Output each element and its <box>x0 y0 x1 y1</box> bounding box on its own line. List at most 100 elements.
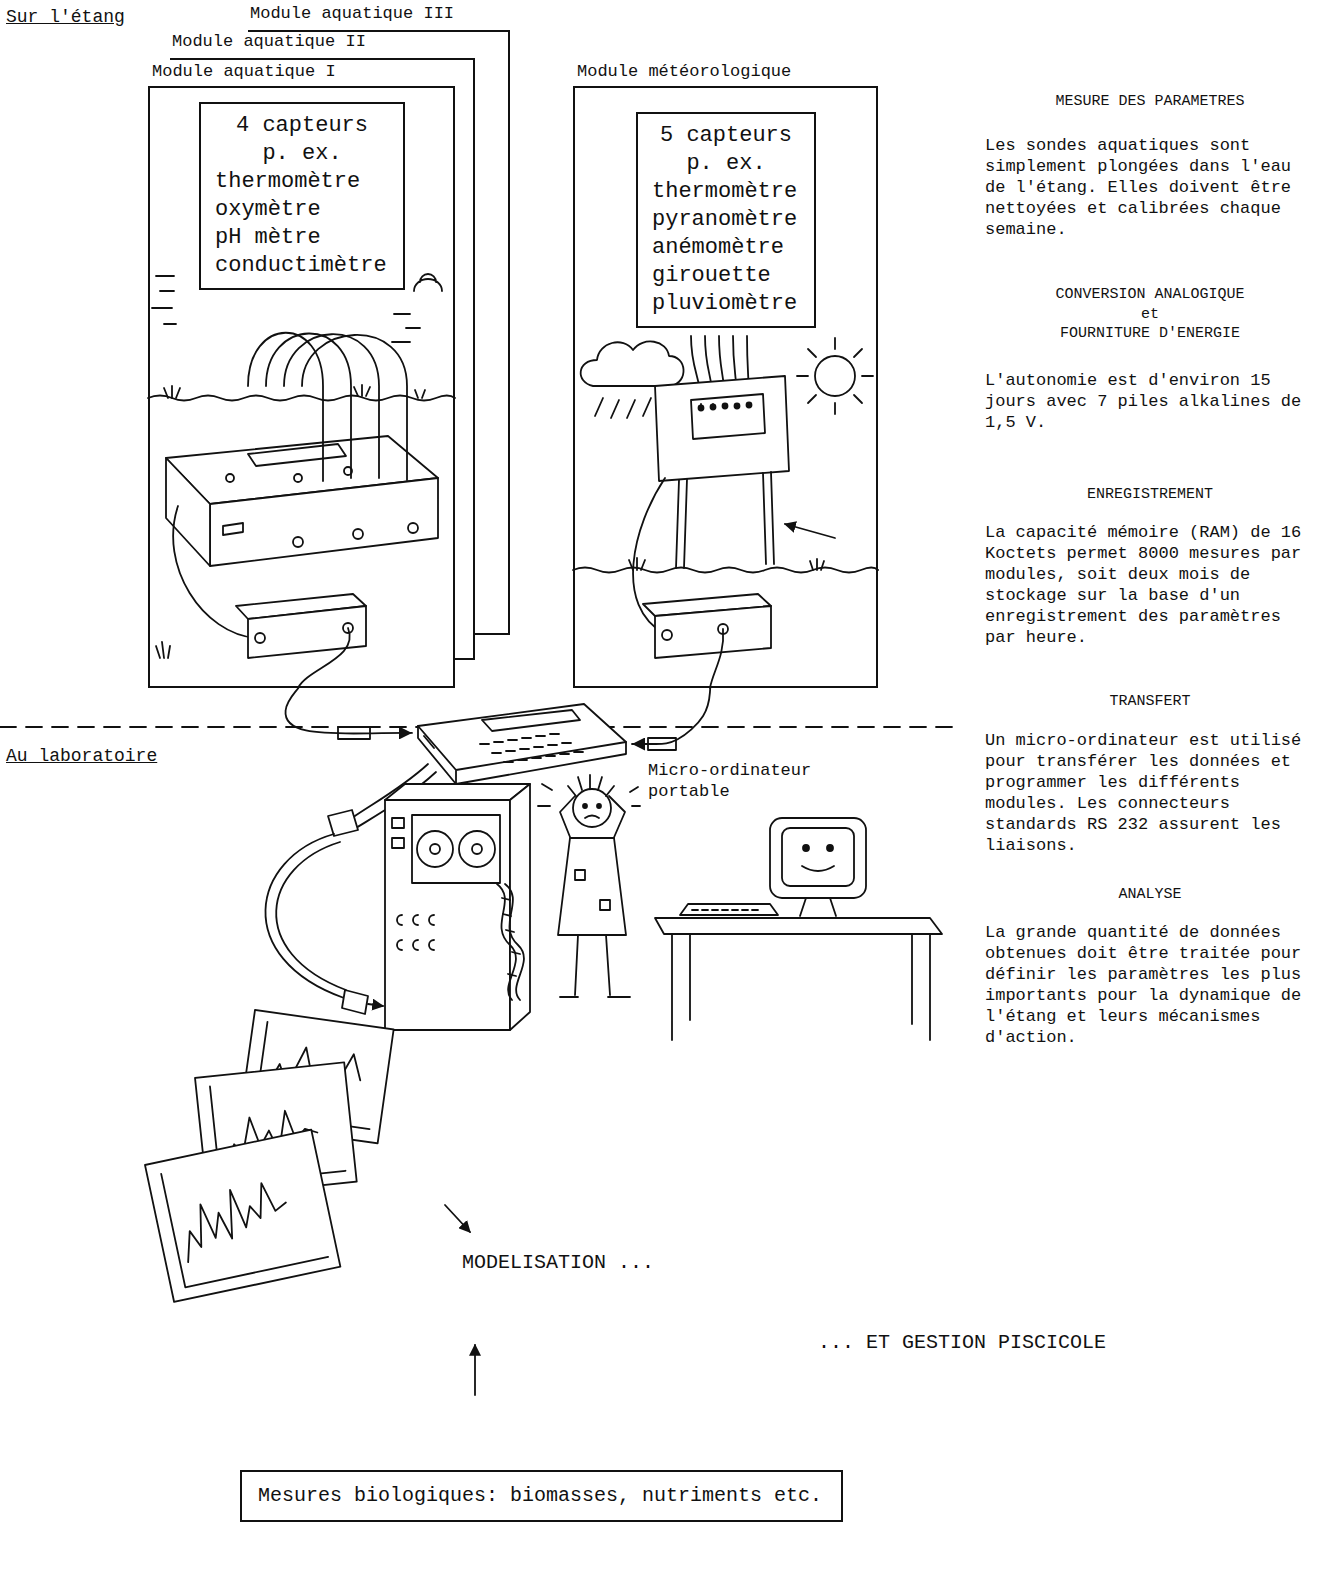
pond-scene <box>248 444 346 466</box>
column-text: Un micro-ordinateur est utilisé pour tra… <box>985 730 1315 856</box>
laptop-outline <box>412 698 632 790</box>
ribbon-cable <box>368 1004 383 1006</box>
scientist-figure <box>573 789 611 827</box>
column-text: La capacité mémoire (RAM) de 16 Koctets … <box>985 522 1315 648</box>
column-heading-holder: ANALYSE <box>985 885 1315 904</box>
scientist-figure <box>597 804 601 808</box>
column-text-holder: L'autonomie est d'environ 15 jours avec … <box>985 370 1315 433</box>
mainframe-computer <box>412 815 500 883</box>
desk-terminal <box>827 845 833 851</box>
pond-scene <box>408 523 418 533</box>
flow-arrow <box>474 1345 476 1395</box>
flow-arrow <box>445 1205 475 1395</box>
mainframe-computer <box>502 898 520 976</box>
scientist-figure <box>560 935 630 997</box>
sensor-box: 5 capteurs p. ex.thermomètrepyranomètrea… <box>636 112 816 328</box>
desk-terminal <box>655 918 942 934</box>
frame-outline <box>170 59 474 659</box>
column-heading: ANALYSE <box>985 885 1315 904</box>
pond-scene <box>173 506 256 638</box>
column-heading-holder: CONVERSION ANALOGIQUE <box>985 285 1315 304</box>
laptop-drawing <box>492 743 571 753</box>
mainframe-computer <box>385 800 510 1030</box>
flow-label: MODELISATION ... <box>462 1250 654 1275</box>
weather-scene <box>662 630 672 640</box>
sensor-heading: 5 capteurs p. ex. <box>653 122 798 178</box>
column-heading: FOURNITURE D'ENERGIE <box>985 324 1315 343</box>
mainframe-computer <box>385 784 530 800</box>
flow-arrow <box>445 1205 470 1232</box>
sensor-item: oxymètre <box>215 196 389 224</box>
result-charts <box>161 1143 328 1287</box>
pond-scene <box>353 529 363 539</box>
sensor-item: thermomètre <box>215 168 389 196</box>
column-heading-holder: TRANSFERT <box>985 692 1315 711</box>
mainframe-computer <box>497 884 524 1000</box>
column-text: Les sondes aquatiques sont simplement pl… <box>985 135 1315 240</box>
module-title: Module aquatique II <box>172 32 366 52</box>
sensor-heading: 4 capteurs p. ex. <box>229 112 374 168</box>
weather-scene <box>747 403 752 408</box>
desk-terminal <box>680 904 778 915</box>
scientist-figure <box>575 870 610 910</box>
ribbon-cable <box>328 810 358 836</box>
desk-terminal <box>770 818 866 898</box>
pond-scene <box>302 335 407 480</box>
column-text-holder: Un micro-ordinateur est utilisé pour tra… <box>985 730 1315 856</box>
weather-scene <box>785 524 835 538</box>
pond-scene <box>293 537 303 547</box>
column-heading: CONVERSION ANALOGIQUE <box>985 285 1315 304</box>
pond-scene <box>255 633 265 643</box>
column-heading-holder: ENREGISTREMENT <box>985 485 1315 504</box>
weather-scene <box>735 404 740 409</box>
pond-scene <box>148 396 455 401</box>
desk-terminal <box>800 898 836 916</box>
weather-scene <box>581 341 684 386</box>
scientist-figure <box>538 775 640 997</box>
mainframe-computer <box>397 915 434 950</box>
cable-connector <box>632 688 710 744</box>
pond-scene <box>226 474 234 482</box>
cable-connector <box>285 688 412 734</box>
column-text: La grande quantité de données obtenues d… <box>985 922 1315 1048</box>
ribbon-cable <box>265 834 346 998</box>
weather-scene <box>655 606 771 658</box>
result-charts <box>145 1130 340 1302</box>
column-heading-holder: FOURNITURE D'ENERGIE <box>985 324 1315 343</box>
weather-scene <box>691 394 765 439</box>
column-text: L'autonomie est d'environ 15 jours avec … <box>985 370 1315 433</box>
weather-scene <box>573 568 878 573</box>
weather-scene <box>710 629 723 688</box>
desk-terminal <box>655 818 942 1040</box>
pond-scene <box>210 478 438 566</box>
weather-scene <box>723 404 728 409</box>
laptop-device: Micro-ordinateur portable <box>412 698 632 790</box>
desk-terminal <box>692 909 758 911</box>
column-text-holder: La grande quantité de données obtenues d… <box>985 922 1315 1048</box>
mainframe-computer <box>385 784 530 1030</box>
desk-terminal <box>782 828 854 886</box>
laptop-drawing <box>418 704 626 784</box>
pond-scene <box>164 385 425 398</box>
scientist-figure <box>583 804 587 808</box>
sensor-item: pluviomètre <box>652 290 800 318</box>
weather-scene <box>595 398 651 418</box>
label-holder: Au laboratoire <box>6 745 157 768</box>
result-charts <box>145 1130 340 1302</box>
mainframe-computer <box>459 831 495 867</box>
module-frame: 5 capteurs p. ex.thermomètrepyranomètrea… <box>573 86 878 688</box>
note-text: Mesures biologiques: biomasses, nutrimen… <box>258 1484 825 1508</box>
column-text-holder: Les sondes aquatiques sont simplement pl… <box>985 135 1315 240</box>
pond-scene <box>223 523 243 535</box>
pond-scene <box>148 274 455 688</box>
device-label: Micro-ordinateur portable <box>648 760 818 802</box>
place-label: Sur l'étang <box>6 6 125 29</box>
laptop-drawing <box>482 710 580 731</box>
sensor-item: pH mètre <box>215 224 389 252</box>
desk-terminal <box>672 934 930 1040</box>
sensor-item: pyranomètre <box>652 206 800 234</box>
weather-scene <box>655 376 789 481</box>
sensor-box: 4 capteurs p. ex.thermomètreoxymètrepH m… <box>199 102 405 290</box>
weather-scene <box>573 336 878 688</box>
